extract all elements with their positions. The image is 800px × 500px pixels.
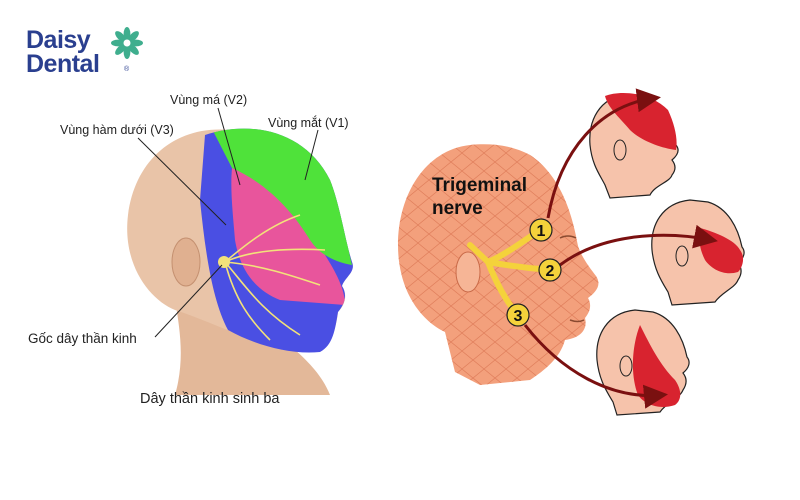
trigeminal-title-line-1: Trigeminal [432,175,527,196]
branch-marker-2: 2 [538,258,562,282]
daisy-flower-icon [111,27,143,59]
left-nerve-branches [224,214,326,341]
branch-marker-1: 1 [529,218,553,242]
right-ear [455,251,481,293]
small-head-v3 [596,309,690,416]
trigeminal-title-line-2: nerve [432,198,483,219]
branch-number-3: 3 [514,308,523,325]
arrow-3 [523,324,668,409]
right-mouth [569,319,585,323]
left-ear [171,237,201,287]
small-head-v1 [589,92,679,199]
branch-marker-3: 3 [506,303,530,327]
label-v2: Vùng má (V2) [170,93,248,107]
label-nerve-root: Gốc dây thần kinh [28,331,137,346]
branch-arrows [523,88,718,409]
label-v1: Vùng mắt (V1) [268,116,349,130]
branch-number-2: 2 [546,263,555,280]
registered-mark: ® [124,66,130,73]
left-caption: Dây thần kinh sinh ba [140,391,280,407]
logo-line-1: Daisy [26,26,91,54]
arrow-2 [559,224,718,267]
logo-line-2: Dental [26,50,100,78]
arrow-1 [546,88,661,219]
daisy-dental-logo: Daisy Dental ® [26,26,156,86]
region-v1 [210,128,352,265]
small-head-v2 [651,199,745,306]
label-v3: Vùng hàm dưới (V3) [60,123,174,137]
right-eye [559,235,577,239]
region-v2 [231,168,345,305]
branch-number-1: 1 [537,223,546,240]
nerve-root-dot [218,256,230,268]
left-leader-lines [137,107,319,338]
